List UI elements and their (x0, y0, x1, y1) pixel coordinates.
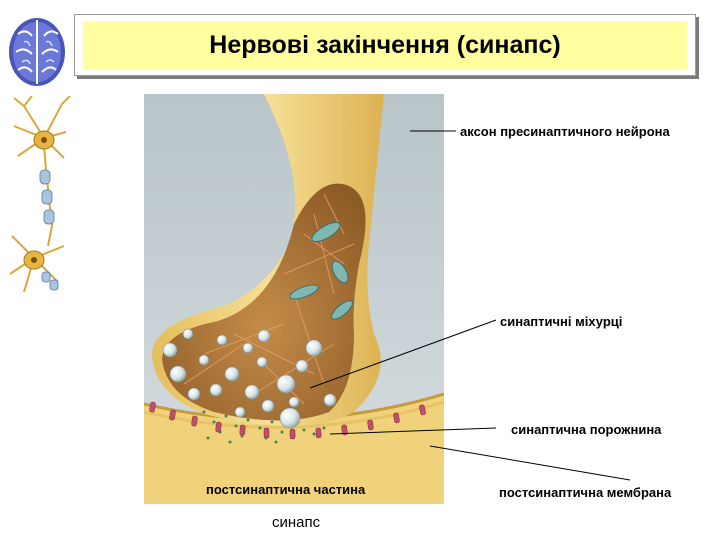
neuron-illustration (4, 96, 72, 296)
figure-caption: синапс (272, 514, 320, 531)
label-vesicles: синаптичні міхурці (500, 314, 622, 329)
brain-icon (4, 12, 70, 90)
label-postsynaptic-part: постсинаптична частина (206, 482, 365, 497)
label-postsynaptic-membrane: постсинаптична мембрана (499, 485, 671, 500)
page-title: Нервові закінчення (синапс) (209, 31, 560, 60)
label-cleft: синаптична порожнина (511, 422, 661, 437)
title-frame: Нервові закінчення (синапс) (74, 14, 696, 76)
synapse-illustration (144, 94, 444, 504)
label-axon: аксон пресинаптичного нейрона (460, 124, 670, 139)
title-banner: Нервові закінчення (синапс) (83, 21, 687, 69)
